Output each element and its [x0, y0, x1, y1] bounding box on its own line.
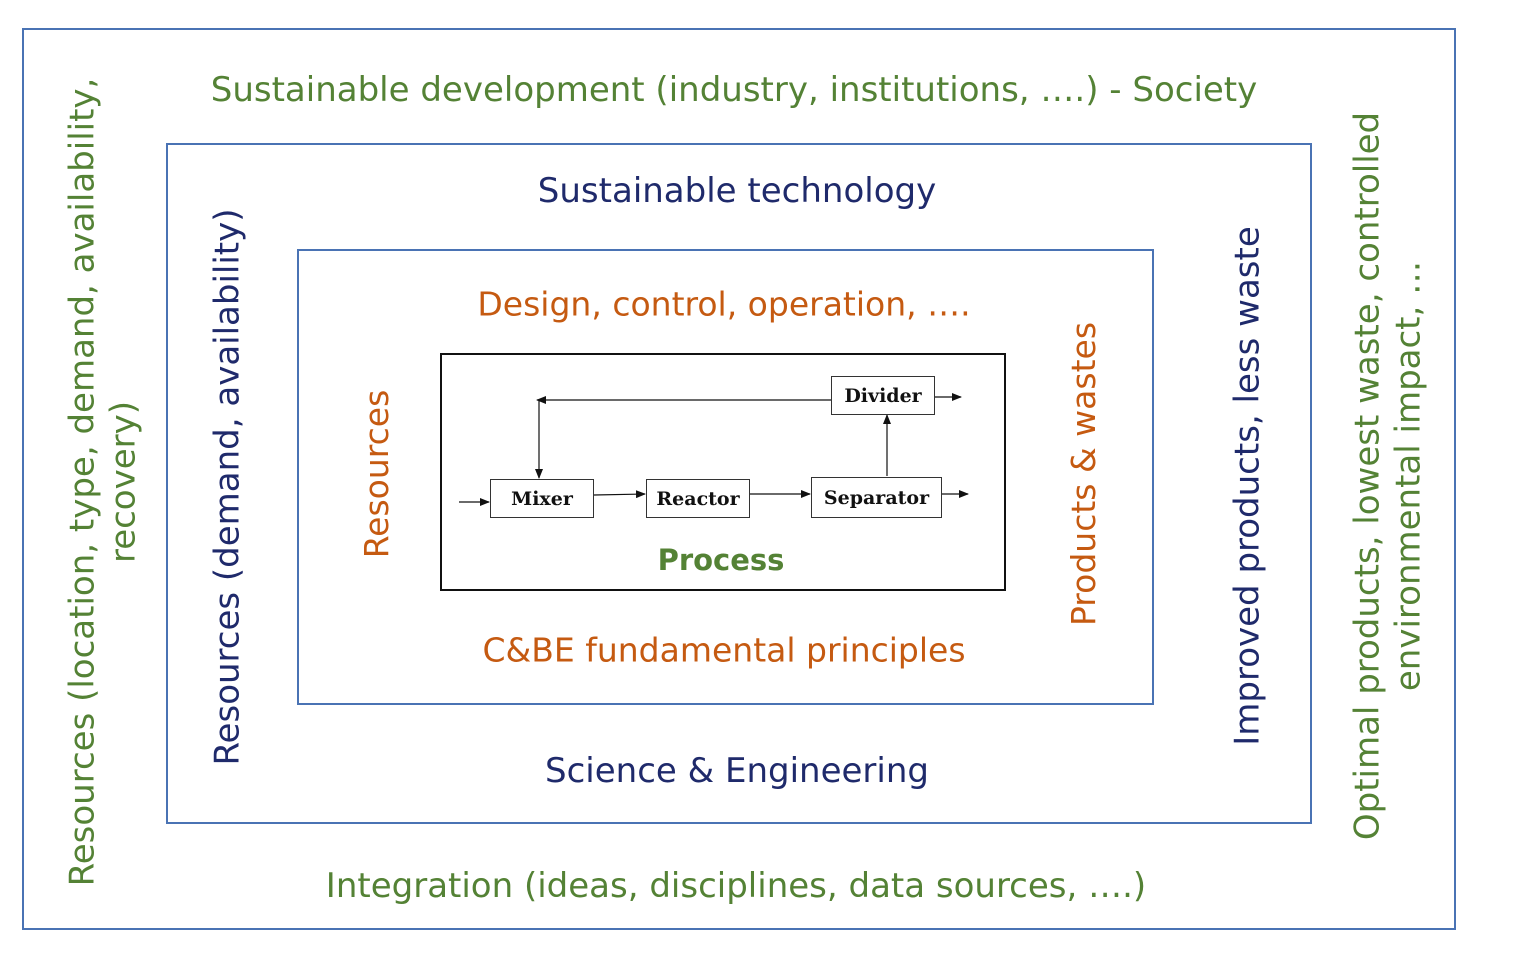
- mixer-unit: Mixer: [490, 479, 594, 518]
- mixer-to-reactor-arrow: [593, 490, 646, 499]
- divider-unit: Divider: [831, 376, 935, 415]
- process-label: Process: [657, 543, 785, 577]
- inner-top-label: Design, control, operation, ….: [477, 284, 971, 324]
- inner-bottom-label: C&BE fundamental principles: [482, 630, 966, 670]
- middle-bottom-label: Science & Engineering: [545, 751, 929, 791]
- middle-top-label: Sustainable technology: [537, 171, 937, 211]
- outer-frame: [22, 28, 1456, 930]
- outer-top-label: Sustainable development (industry, insti…: [210, 70, 1258, 110]
- process-frame: [440, 353, 1006, 591]
- reactor-unit: Reactor: [646, 479, 750, 518]
- outer-bottom-label: Integration (ideas, disciplines, data so…: [325, 866, 1147, 906]
- inner-frame: [297, 249, 1154, 705]
- middle-frame: [166, 143, 1312, 824]
- separator-unit: Separator: [811, 477, 942, 518]
